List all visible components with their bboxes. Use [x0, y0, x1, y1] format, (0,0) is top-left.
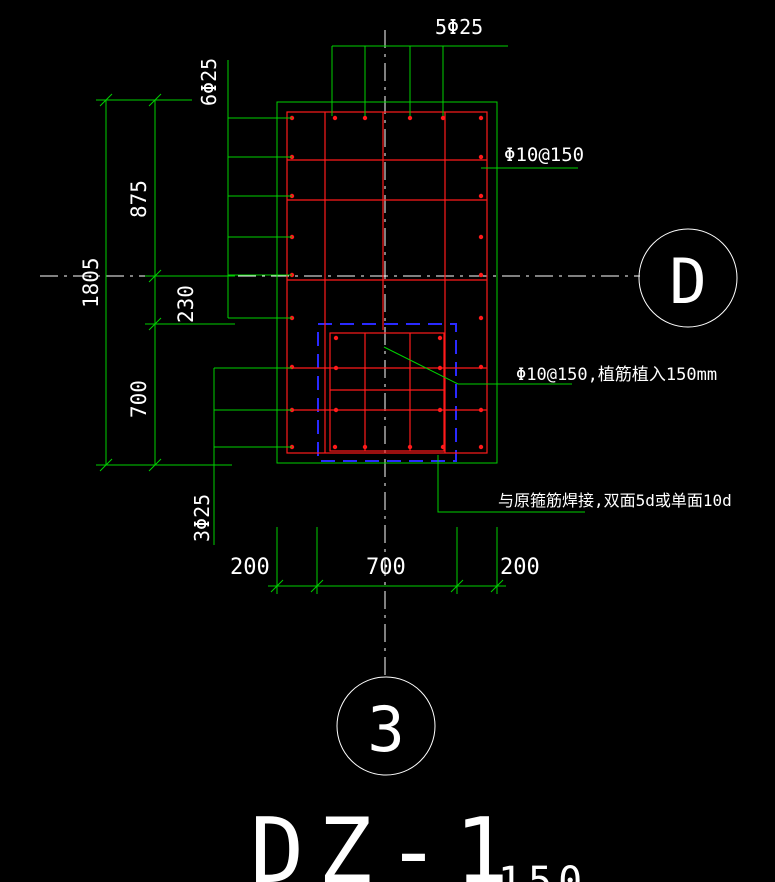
dim-right-label: 200 [500, 555, 540, 580]
dim-mid-label: 700 [366, 555, 406, 580]
leader-bottom-left [213, 367, 292, 545]
axis-d-label: D [669, 245, 706, 318]
rebar-left-label: 6Φ25 [197, 58, 221, 106]
inner-stirrup [329, 332, 445, 452]
leader-top [331, 45, 508, 116]
dim-lower-label: 700 [127, 380, 151, 418]
axis-3-label: 3 [367, 693, 404, 766]
leader-weld [437, 455, 585, 513]
leader-stirrup-2-diag [383, 346, 459, 385]
drawing-title: DZ-1 [250, 799, 523, 882]
dim-left-label: 200 [230, 555, 270, 580]
stirrup-label-2: Φ10@150,植筋植入150mm [516, 365, 717, 385]
leader-left [227, 60, 292, 319]
dim-vertical [96, 93, 235, 472]
column-outline [276, 101, 498, 464]
dim-total-label: 1805 [79, 257, 103, 308]
rebar-cage [286, 111, 488, 454]
stirrup-label: Φ10@150 [504, 144, 584, 166]
dim-horizontal [268, 527, 506, 594]
outer-stirrup [286, 111, 488, 454]
existing-column-outline [317, 323, 457, 462]
axis-bubble-3 [336, 676, 436, 776]
drawing-scale: 150 [498, 859, 588, 882]
rebar-bottom-left-label: 3Φ25 [190, 494, 214, 542]
rebar-top-label: 5Φ25 [435, 15, 483, 39]
axis-bubble-d [638, 228, 738, 328]
dim-gap-label: 230 [174, 285, 198, 323]
dim-upper-label: 875 [127, 180, 151, 218]
weld-label: 与原箍筋焊接,双面5d或单面10d [498, 491, 732, 510]
